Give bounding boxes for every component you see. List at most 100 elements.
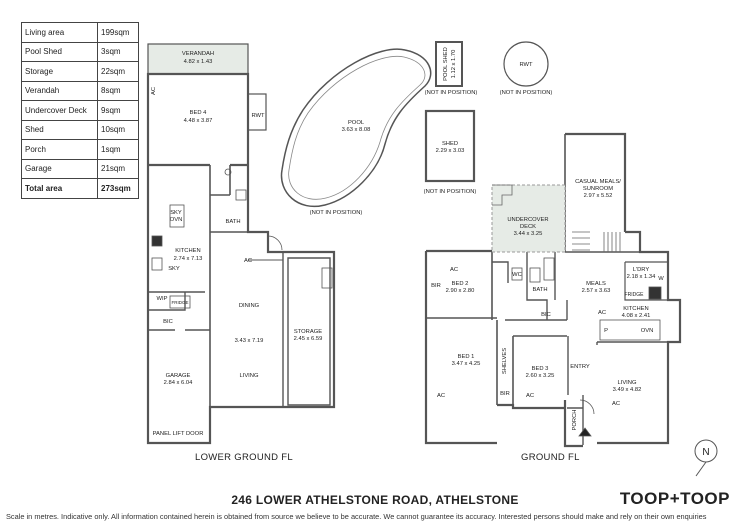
bed1-label: BED 1 — [458, 354, 475, 360]
bath-tub-icon — [543, 257, 555, 281]
bed3-dim: 2.60 x 3.25 — [526, 373, 555, 379]
brand-logo: TOOP+TOOP — [619, 489, 730, 508]
pool-shed-not-in-position: (NOT IN POSITION) — [425, 90, 478, 96]
bed1-dim: 3.47 x 4.25 — [452, 361, 481, 367]
bic-ground-label: BIC — [541, 312, 551, 318]
kitchen-ground-dim: 4.08 x 2.41 — [622, 313, 651, 319]
fridge-ground-label: FRIDGE — [625, 292, 645, 298]
pool-label: POOL — [348, 120, 365, 126]
entry-arrow-icon — [578, 427, 592, 437]
pool-shape — [280, 48, 432, 208]
deck-label-1: UNDERCOVER — [507, 217, 548, 223]
fridge-lower-label: FRIDGE — [171, 300, 188, 305]
pool-shed-shape — [435, 41, 463, 87]
deck-stairs — [492, 184, 621, 252]
wc-label: WC — [512, 272, 522, 278]
lower-floor-label: LOWER GROUND FL — [195, 452, 293, 463]
verandah-dim: 4.82 x 1.43 — [184, 59, 213, 65]
door-swing-icon — [267, 235, 283, 251]
meals-label: MEALS — [586, 281, 606, 287]
bed4-label: BED 4 — [190, 110, 208, 116]
fixtures-ground — [511, 257, 662, 437]
bed3-label: BED 3 — [532, 366, 549, 372]
basin-icon — [235, 189, 247, 201]
living-ground-label: LIVING — [617, 380, 636, 386]
ovn-lower-label: OVN — [170, 217, 183, 223]
bath-lower-label: BATH — [225, 219, 240, 225]
oven-icon — [169, 204, 185, 228]
ac-bed4-label: AC — [151, 87, 157, 95]
dining-living-dim: 3.43 x 7.19 — [235, 338, 264, 344]
room-labels: VERANDAH 4.82 x 1.43 BED 4 4.48 x 3.87 R… — [151, 47, 664, 437]
ovn-ground-label: OVN — [641, 328, 654, 334]
ldry-label: L'DRY — [633, 267, 650, 273]
panel-lift-door-label: PANEL LIFT DOOR — [153, 431, 204, 437]
north-label: N — [702, 447, 709, 458]
shed-label: SHED — [442, 141, 458, 147]
shed-dim: 2.29 x 3.03 — [436, 148, 465, 154]
deck-shape — [491, 184, 566, 253]
meals-dim: 2.57 x 3.63 — [582, 288, 611, 294]
area-value: 273sqm — [97, 178, 139, 199]
north-arrow: N — [694, 439, 718, 477]
bed2-dim: 2.90 x 2.80 — [446, 288, 475, 294]
ac-meals-label: AC — [598, 310, 606, 316]
storage-dim: 2.45 x 6.59 — [294, 336, 323, 342]
ac-lower-label: AC — [244, 258, 252, 264]
living-ground-dim: 3.49 x 4.82 — [613, 387, 642, 393]
ac-bed2-label: AC — [450, 267, 458, 273]
ac-bed3-label: AC — [526, 393, 534, 399]
bed4-dim: 4.48 x 3.87 — [184, 118, 213, 124]
toilet-icon — [511, 267, 523, 281]
sky-label-2: SKY — [168, 266, 180, 272]
bed2-label: BED 2 — [452, 281, 469, 287]
storage-shelf-icon — [321, 267, 333, 289]
cooktop-icon — [151, 235, 163, 247]
shed-shape — [424, 109, 476, 183]
kitchen-ground-label: KITCHEN — [623, 306, 648, 312]
rwt-tank-label: RWT — [519, 62, 533, 68]
living-lower-label: LIVING — [239, 373, 258, 379]
ldry-dim: 2.18 x 1.34 — [627, 274, 656, 280]
dining-label: DINING — [239, 303, 260, 309]
rwt-label: RWT — [251, 113, 265, 119]
basin-icon — [529, 267, 541, 283]
disclaimer: Scale in metres. Indicative only. All in… — [6, 512, 707, 521]
rwt-not-in-position: (NOT IN POSITION) — [500, 90, 553, 96]
rwt-tank-shape — [503, 41, 549, 87]
ac-bed1-label: AC — [437, 393, 445, 399]
pool-shed-label: POOL SHED — [443, 47, 449, 81]
ground-floor-label: GROUND FL — [521, 452, 580, 463]
w-label: W — [658, 276, 664, 282]
wip-label: WIP — [157, 296, 168, 302]
storage-label: STORAGE — [294, 329, 322, 335]
walls-ground — [424, 132, 682, 448]
toilet-icon — [224, 168, 232, 176]
garage-label: GARAGE — [166, 373, 191, 379]
bir-bed2-label: BIR — [431, 283, 441, 289]
area-value: 1sqm — [97, 139, 139, 160]
kitchen-lower-dim: 2.74 x 7.13 — [174, 256, 203, 262]
shed-not-in-position: (NOT IN POSITION) — [424, 189, 477, 195]
bic-lower-label: BIC — [163, 319, 173, 325]
sky-label: SKY — [170, 210, 182, 216]
cooktop-icon — [648, 286, 662, 300]
kitchen-lower-label: KITCHEN — [175, 248, 200, 254]
casual-dim: 2.97 x 5.52 — [584, 193, 613, 199]
garage-dim: 2.84 x 6.04 — [164, 380, 193, 386]
pool-dim: 3.63 x 8.08 — [342, 127, 371, 133]
walls-lower — [146, 43, 336, 445]
kitchen-bench-icon — [599, 319, 661, 341]
pool-shed-dim: 1.12 x 1.70 — [451, 50, 457, 79]
fridge-icon — [169, 295, 191, 309]
sink-icon — [151, 257, 163, 271]
bath-ground-label: BATH — [532, 287, 547, 293]
ac-living-label: AC — [612, 401, 620, 407]
